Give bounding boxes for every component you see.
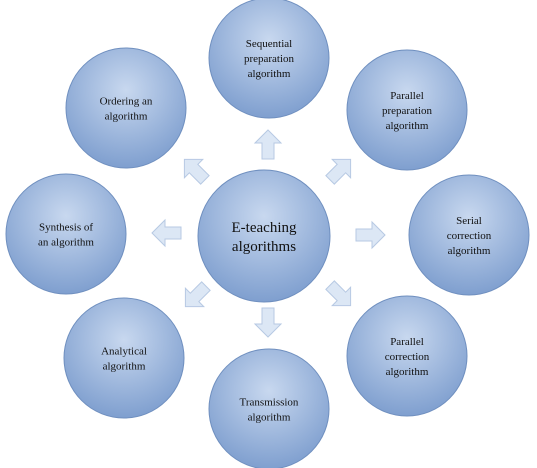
node-transmission-label-line: algorithm [248,411,291,423]
node-sequential-preparation-label-line: algorithm [248,68,291,80]
node-serial-correction-label-line: correction [447,230,492,242]
node-analytical: Analytical algorithm [63,297,185,419]
node-parallel-preparation-label-line: preparation [382,105,433,117]
node-analytical-label-line: Analytical [101,345,147,357]
center-node: E-teaching algorithms [197,169,331,303]
node-sequential-preparation-label-line: Sequential [246,38,292,50]
node-parallel-preparation-label-line: Parallel [390,90,424,102]
node-ordering-label-line: algorithm [105,110,148,122]
node-synthesis-circle [5,173,127,295]
arrow-icon [325,280,352,307]
node-analytical-label-line: algorithm [103,360,146,372]
arrow-icon [355,220,386,250]
node-synthesis-label-line: Synthesis of [39,221,93,233]
node-serial-correction-label-line: Serial [456,215,482,227]
nodes: SequentialpreparationalgorithmParallelpr… [5,0,530,468]
node-parallel-correction-label-line: algorithm [386,366,429,378]
node-parallel-preparation-circle [346,49,468,171]
node-ordering-circle [65,47,187,169]
node-parallel-correction-circle [346,295,468,417]
node-transmission-circle [208,348,330,468]
node-parallel-correction-label-line: Parallel [390,336,424,348]
arrows [151,129,386,338]
arrow-icon [253,307,283,338]
center-node-label-line: E-teaching [232,220,297,236]
node-serial-correction-circle [408,174,530,296]
node-parallel-preparation-label-line: algorithm [386,120,429,132]
node-synthesis: Synthesis of an algorithm [5,173,127,295]
node-ordering-label-line: Ordering an [100,95,153,107]
center-node-circle [197,169,331,303]
node-transmission-label-line: Transmission [240,396,299,408]
node-sequential-preparation-label-line: preparation [244,53,295,65]
node-sequential-preparation-circle [208,0,330,119]
node-transmission: Transmission algorithm [208,348,330,468]
arrow-icon [325,158,352,185]
node-serial-correction-label-line: algorithm [448,245,491,257]
arrow-icon [253,129,283,160]
arrow-icon [183,158,210,185]
center-node-label-line: algorithms [232,239,296,255]
node-sequential-preparation: Sequential preparation algorithm [208,0,330,119]
arrow-icon [184,281,211,308]
node-synthesis-label-line: an algorithm [38,236,94,248]
node-analytical-circle [63,297,185,419]
node-ordering: Ordering an algorithm [65,47,187,169]
node-parallel-preparation: Parallel preparation algorithm [346,49,468,171]
node-parallel-correction-label-line: correction [385,351,430,363]
arrow-icon [151,218,182,248]
node-parallel-correction: Parallel correction algorithm [346,295,468,417]
node-serial-correction: Serial correction algorithm [408,174,530,296]
